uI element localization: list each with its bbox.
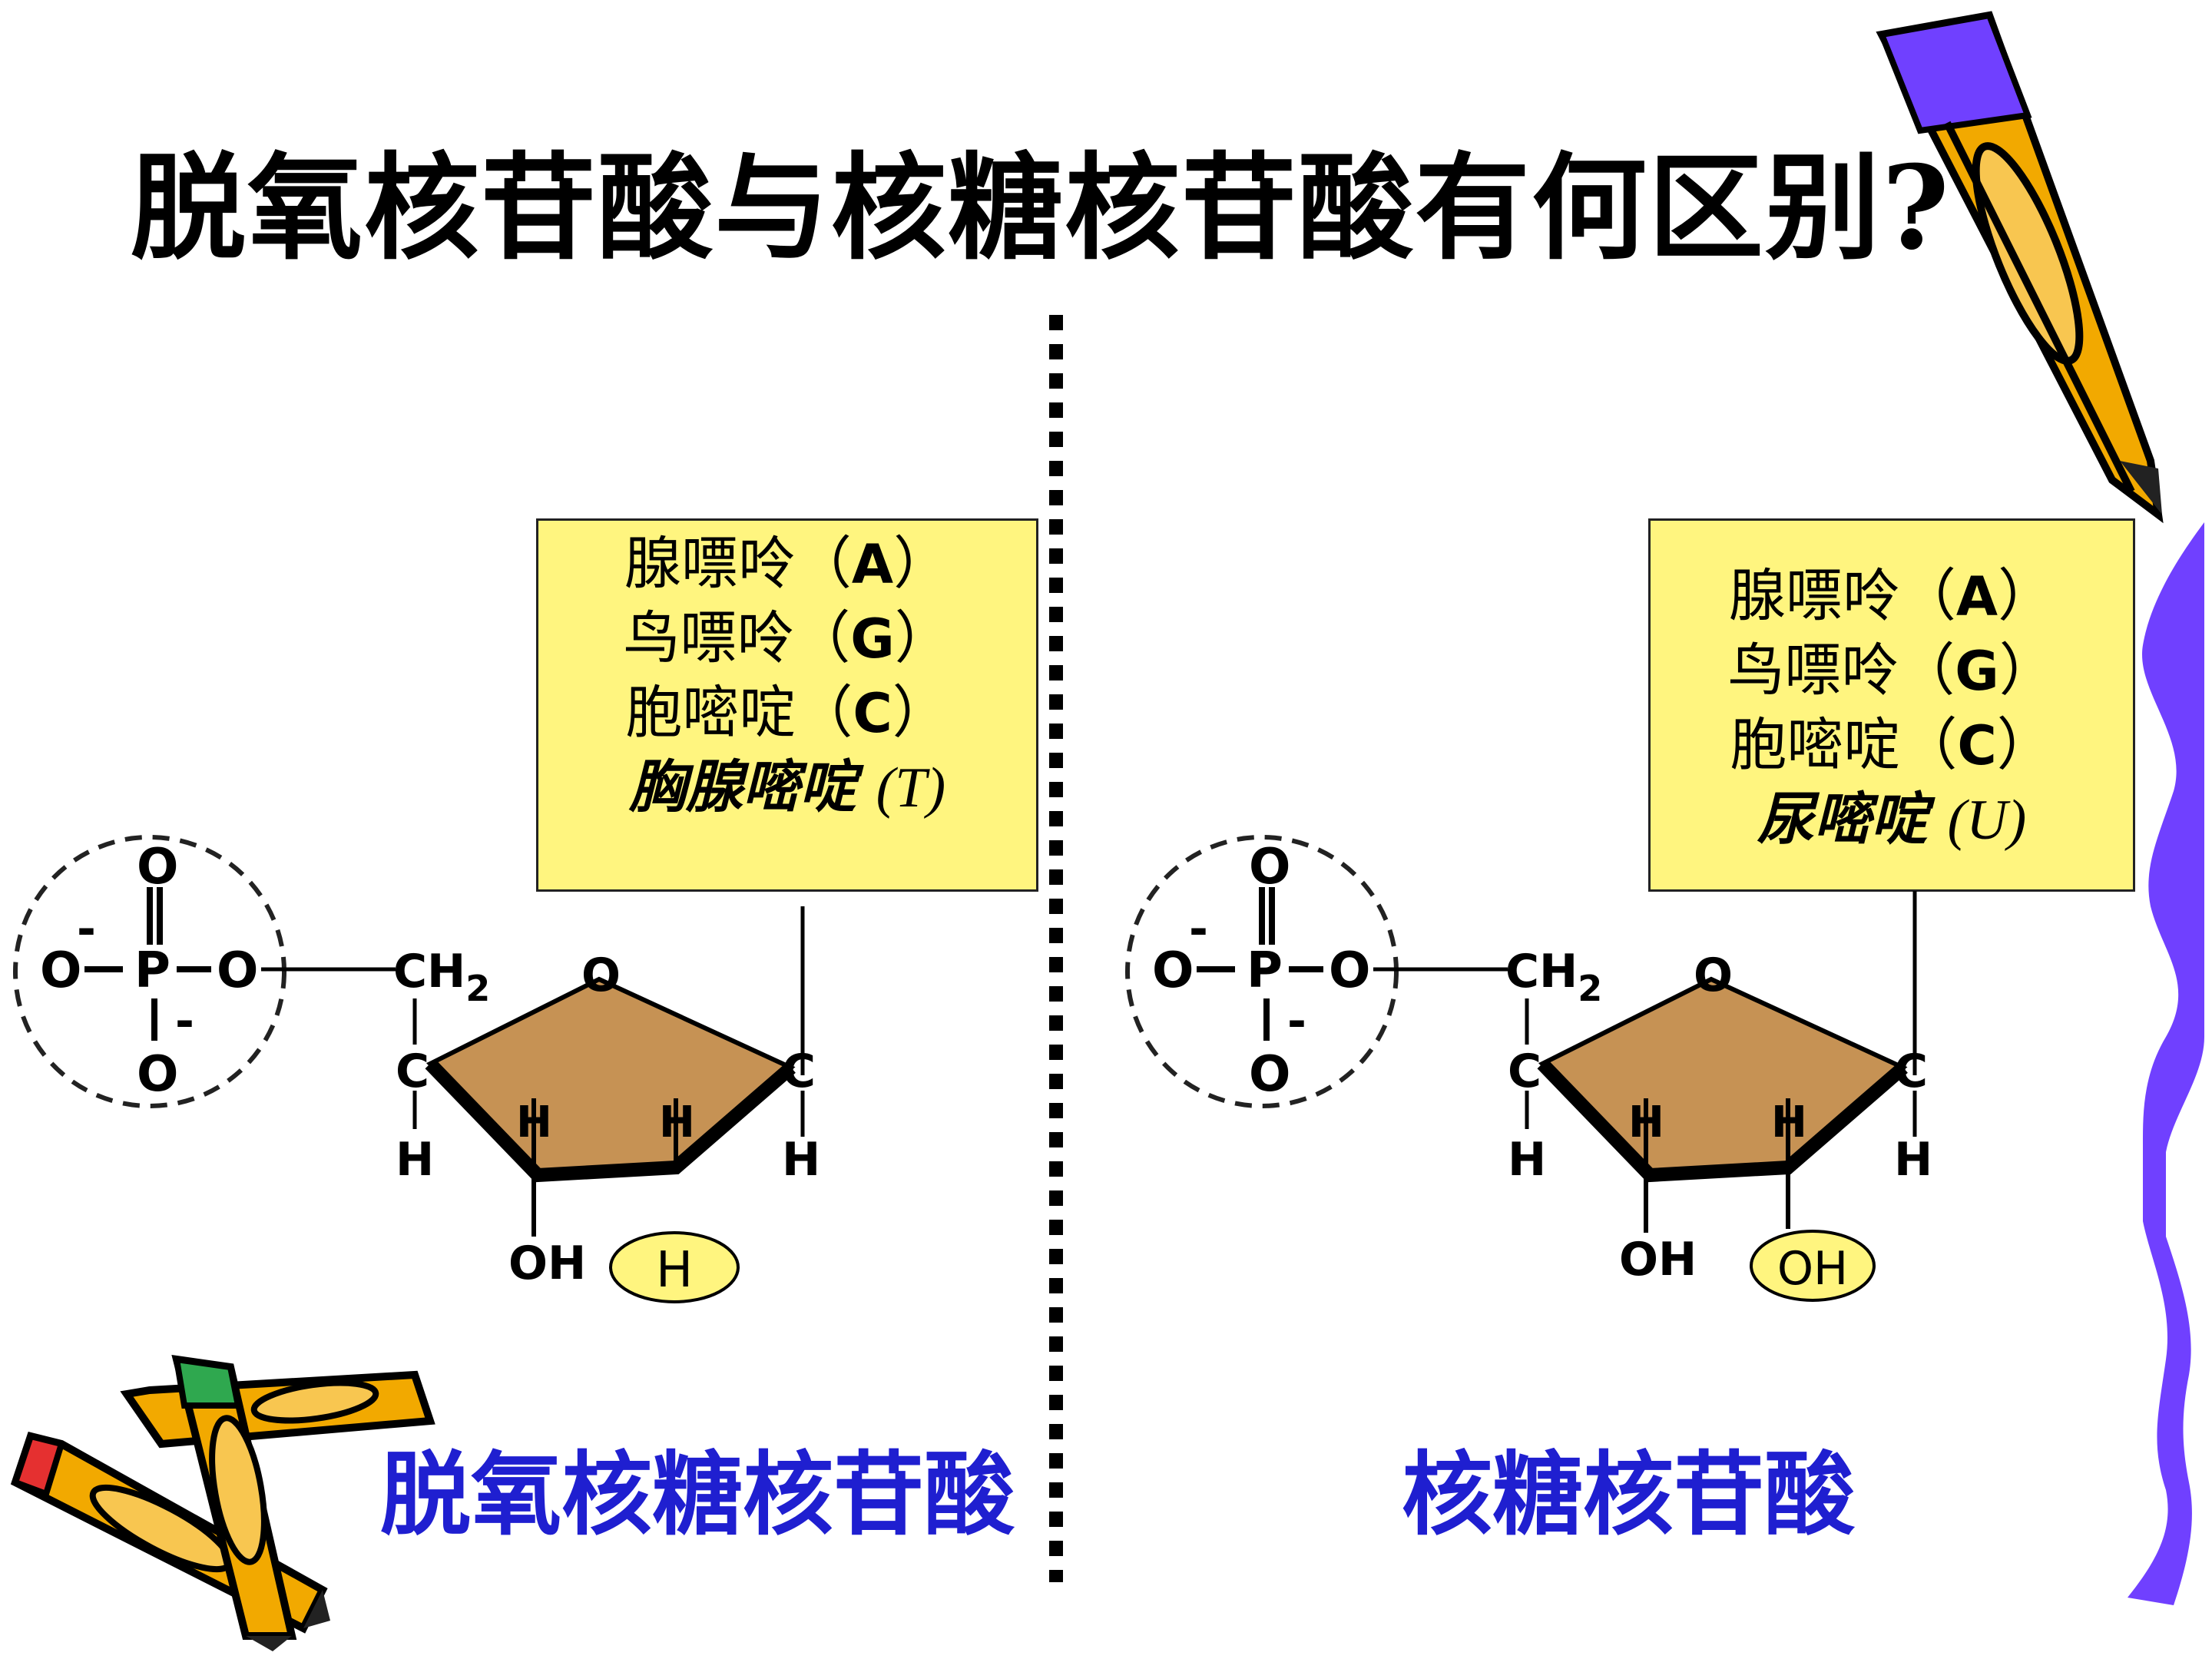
left-c2-group: H (656, 1242, 693, 1299)
left-phosphate-o-bottom: O (137, 1046, 178, 1103)
right-c2-group: OH (1777, 1242, 1848, 1296)
right-base-box: 腺嘌呤（A） 鸟嘌呤（G） 胞嘧啶（C） 尿嘧啶 (U) (1648, 518, 2135, 892)
left-phosphate-o-left: O (40, 942, 81, 999)
left-c3-h-label: H (516, 1098, 552, 1147)
right-nucleotide: O O - P O O - CH2 C H O H H C H OH OH (1125, 835, 1932, 1302)
ribonucleotide-caption: 核糖核苷酸 (1402, 1441, 1856, 1548)
right-phosphate-minus-1: - (1189, 902, 1208, 956)
left-nucleotide: O O - P O O - CH2 C H O H H C H OH H (13, 835, 820, 1303)
right-phosphate-o-top: O (1249, 839, 1290, 896)
right-oh-label: OH (1619, 1233, 1697, 1286)
left-base-a: 腺嘌呤（A） (624, 531, 951, 597)
right-base-u: 尿嘧啶 (U) (1757, 786, 2027, 853)
left-phosphate-o-right: O (217, 942, 258, 999)
left-c2-h-label: H (659, 1098, 695, 1147)
right-c3-h-label: H (1628, 1098, 1664, 1147)
right-c2-h-label: H (1771, 1098, 1807, 1147)
left-phosphate-circle (13, 835, 286, 1108)
left-oh-label: OH (508, 1237, 586, 1290)
left-phosphate-p: P (134, 942, 171, 999)
left-c1-h-label: H (782, 1133, 820, 1187)
right-phosphate-o-bottom: O (1249, 1046, 1290, 1103)
right-base-a: 腺嘌呤（A） (1728, 563, 2055, 629)
right-base-g: 鸟嘌呤（G） (1727, 637, 2056, 704)
right-ch2-label: CH2 (1505, 945, 1602, 1009)
left-ring-o-label: O (581, 949, 621, 1002)
center-divider (1049, 315, 1063, 1582)
left-phosphate-minus-2: - (175, 995, 194, 1048)
right-phosphate-minus-2: - (1287, 995, 1306, 1048)
left-base-t: 胸腺嘧啶 (T) (628, 754, 946, 820)
left-phosphate-o-top: O (137, 839, 178, 896)
right-c1-h-label: H (1894, 1133, 1932, 1187)
left-phosphate-minus-1: - (77, 902, 96, 956)
right-ring-o-label: O (1694, 949, 1733, 1002)
left-base-g: 鸟嘌呤（G） (623, 605, 952, 671)
right-c1-label: C (1894, 1045, 1928, 1098)
left-base-box: 腺嘌呤（A） 鸟嘌呤（G） 胞嘧啶（C） 胸腺嘧啶 (T) (536, 518, 1038, 892)
pencil-icon (1876, 11, 2164, 524)
right-base-c: 胞嘧啶（C） (1730, 712, 2054, 778)
left-ch2-label: CH2 (393, 945, 490, 1009)
left-c1-label: C (782, 1045, 816, 1098)
left-base-c: 胞嘧啶（C） (625, 680, 949, 746)
right-phosphate-o-left: O (1152, 942, 1194, 999)
page-title: 脱氧核苷酸与核糖核苷酸有何区别? (131, 141, 1951, 276)
wavy-border (2128, 522, 2204, 1605)
left-c2-highlight (609, 1231, 740, 1303)
left-c4-label: C (396, 1045, 429, 1098)
crossed-pencils-icon (10, 1354, 435, 1651)
left-c4-h-label: H (396, 1133, 434, 1187)
right-c4-label: C (1508, 1045, 1541, 1098)
deoxyribonucleotide-caption: 脱氧核糖核苷酸 (380, 1441, 1015, 1548)
right-phosphate-p: P (1247, 942, 1283, 999)
right-phosphate-circle (1125, 835, 1399, 1108)
right-phosphate-o-right: O (1329, 942, 1370, 999)
right-c4-h-label: H (1508, 1133, 1546, 1187)
right-c2-highlight (1750, 1230, 1876, 1302)
